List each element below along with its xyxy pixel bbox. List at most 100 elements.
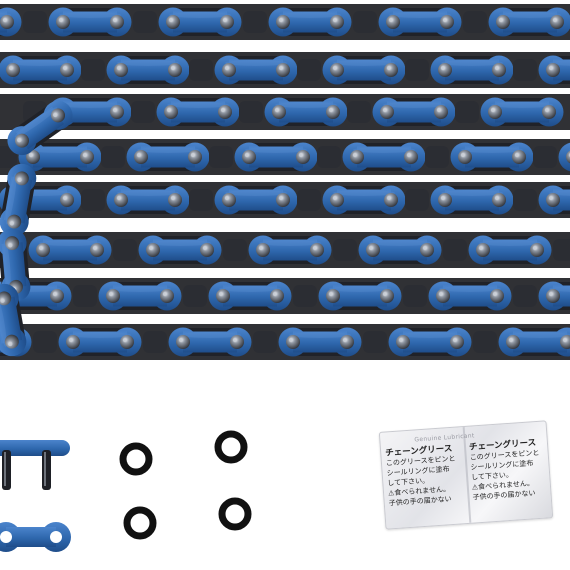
plate-highlight xyxy=(29,147,91,153)
inner-link-body xyxy=(347,101,371,123)
chain-link xyxy=(98,281,182,311)
plate-highlight xyxy=(329,286,391,292)
master-plate xyxy=(0,440,70,456)
chain-link xyxy=(0,283,27,357)
chain-link xyxy=(208,281,292,311)
chain-inner-link xyxy=(143,331,167,353)
chain-link xyxy=(248,235,332,265)
pin-head xyxy=(506,335,520,349)
pin-head xyxy=(36,243,50,257)
pin-head xyxy=(276,63,290,77)
plate-highlight xyxy=(399,332,461,338)
pin-glint xyxy=(136,152,142,158)
pin-glint xyxy=(298,152,304,158)
plate-highlight xyxy=(369,240,431,246)
pin-glint xyxy=(122,337,128,343)
master-side-plate xyxy=(0,522,71,552)
plate-waist xyxy=(0,296,23,344)
pin-glint xyxy=(244,152,250,158)
plate-highlight xyxy=(167,102,229,108)
pin-head xyxy=(66,335,80,349)
pin-head xyxy=(256,243,270,257)
pin-glint xyxy=(386,195,392,201)
plate-waist xyxy=(153,239,207,261)
o-ring xyxy=(119,442,153,476)
plate-waist xyxy=(445,189,499,211)
pin-head xyxy=(222,63,236,77)
pin-glint xyxy=(9,221,15,226)
inner-link-body xyxy=(143,331,167,353)
pin-glint xyxy=(148,245,154,251)
chain-inner-link xyxy=(209,146,233,168)
pin-head xyxy=(242,150,256,164)
pin-head xyxy=(458,150,472,164)
plate-highlight xyxy=(117,190,179,196)
inner-link-body xyxy=(463,11,487,33)
pin-glint xyxy=(382,107,388,113)
chain-link xyxy=(214,55,298,85)
plate-highlight xyxy=(5,173,17,225)
master-link-kit xyxy=(0,440,71,552)
plate-highlight xyxy=(117,60,179,66)
inner-link-body xyxy=(353,11,377,33)
chain-inner-link xyxy=(183,285,207,307)
o-ring xyxy=(218,497,252,531)
inner-link-body xyxy=(513,189,537,211)
pin-glint xyxy=(17,177,22,183)
pin-glint xyxy=(162,291,168,297)
chain-link xyxy=(106,185,190,215)
chain-link xyxy=(538,185,570,215)
pin-head xyxy=(512,150,526,164)
plate-waist xyxy=(279,101,333,123)
pin-glint xyxy=(422,245,428,251)
chain-link xyxy=(498,327,570,357)
pin-head xyxy=(51,108,66,123)
pin-glint xyxy=(8,65,14,71)
chain-link xyxy=(322,185,406,215)
pin-glint xyxy=(82,152,88,158)
pin-glint xyxy=(274,107,280,113)
chain-link xyxy=(264,97,348,127)
chain-inner-link xyxy=(253,331,277,353)
chain-link xyxy=(214,185,298,215)
chain-inner-link xyxy=(297,189,321,211)
pin-glint xyxy=(258,245,264,251)
plate-highlight xyxy=(441,60,503,66)
pin-head xyxy=(0,291,12,306)
plate-highlight xyxy=(169,12,231,18)
pin-glint xyxy=(28,152,34,158)
plate-waist xyxy=(293,331,347,353)
pin-head xyxy=(7,214,22,229)
plate-highlight xyxy=(137,147,199,153)
plate-highlight xyxy=(259,240,321,246)
plate-waist xyxy=(173,11,227,33)
chain-link xyxy=(322,55,406,85)
plate-highlight xyxy=(333,190,395,196)
pin-head xyxy=(550,15,564,29)
pin-head xyxy=(566,150,570,164)
chain-inner-link xyxy=(455,101,479,123)
chain-inner-link xyxy=(513,285,537,307)
chain-inner-link xyxy=(317,146,341,168)
chain-link xyxy=(450,142,534,172)
chain-link xyxy=(480,97,564,127)
o-ring xyxy=(214,430,248,464)
chain-inner-link xyxy=(553,239,570,261)
chain-inner-link xyxy=(73,285,97,307)
pin-glint xyxy=(278,17,284,23)
plate-highlight xyxy=(389,12,451,18)
pin-glint xyxy=(112,107,118,113)
plate-waist xyxy=(171,101,225,123)
chain-link xyxy=(278,327,362,357)
pin-glint xyxy=(278,65,284,71)
pin-glint xyxy=(544,107,550,113)
inner-link-body xyxy=(473,331,497,353)
pin-head xyxy=(296,150,310,164)
pin-head xyxy=(330,15,344,29)
pin-head xyxy=(476,243,490,257)
chain-inner-link xyxy=(293,285,317,307)
plate-waist xyxy=(337,189,391,211)
pin-head xyxy=(218,105,232,119)
chain-link xyxy=(388,327,472,357)
plate-waist xyxy=(337,59,391,81)
